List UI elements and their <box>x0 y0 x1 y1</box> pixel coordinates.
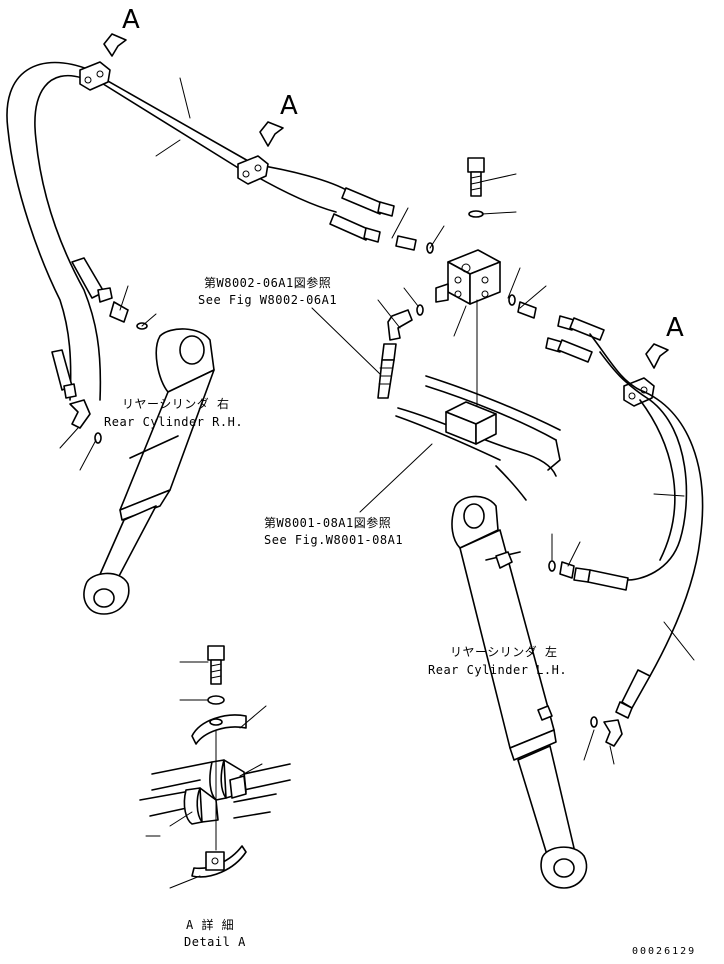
frame-section <box>395 375 561 501</box>
manifold-block <box>435 249 501 305</box>
view-marker-a-2: A <box>259 91 298 147</box>
hose-fitting-right-a <box>557 315 605 341</box>
view-marker-a-1: A <box>103 5 140 57</box>
manifold-washer <box>468 210 484 218</box>
detail-title-jp: A 詳 細 <box>186 917 234 932</box>
ref-06-jp: 第W8002-06A1図参照 <box>204 275 331 290</box>
label-rear-cylinder-rh: リヤーシリンダ 右 Rear Cylinder R.H. <box>104 396 243 429</box>
rear-rh-en: Rear Cylinder R.H. <box>104 415 243 429</box>
frame-bracket <box>445 401 497 445</box>
view-marker-label: A <box>122 5 140 35</box>
adapter-upper <box>395 235 434 254</box>
hose-end-center <box>377 343 397 399</box>
view-marker-a-3: A <box>645 313 684 369</box>
view-marker-label: A <box>280 91 298 121</box>
hose-loop-right <box>589 333 704 677</box>
adapter-right-c <box>548 560 575 579</box>
rear-cylinder-rh <box>83 328 215 615</box>
detail-leaders <box>145 661 267 889</box>
detail-clamp-upper <box>191 714 247 745</box>
rear-cylinder-lh <box>451 495 588 889</box>
pipe-clamp-1 <box>79 61 111 91</box>
elbow-fitting <box>387 304 424 341</box>
detail-clamp-lower <box>191 845 247 878</box>
hose-loop-left <box>6 61 102 401</box>
part-number: 00026129 <box>632 946 696 957</box>
ref-w8002-06a1: 第W8002-06A1図参照 See Fig W8002-06A1 <box>198 275 381 375</box>
ref-08-jp: 第W8001-08A1図参照 <box>264 515 391 530</box>
hose-fitting-left-b <box>51 349 77 399</box>
detail-bolt <box>207 645 225 705</box>
adapter-left-b <box>69 399 102 444</box>
rear-lh-en: Rear Cylinder L.H. <box>428 663 567 677</box>
rear-lh-jp: リヤーシリンダ 左 <box>450 644 558 659</box>
label-rear-cylinder-lh: リヤーシリンダ 左 Rear Cylinder L.H. <box>428 644 567 677</box>
adapter-left-a <box>109 301 148 330</box>
manifold-bolt <box>467 157 485 197</box>
detail-title-en: Detail A <box>184 935 246 949</box>
ref-06-en: See Fig W8002-06A1 <box>198 293 337 307</box>
ref-w8001-08a1: 第W8001-08A1図参照 See Fig.W8001-08A1 <box>264 443 433 547</box>
rear-rh-jp: リヤーシリンダ 右 <box>122 396 230 411</box>
hose-fitting-upper-a <box>341 187 395 217</box>
hose-fitting-right-c <box>573 567 629 591</box>
hose-fitting-right-b <box>545 337 593 363</box>
upper-pipe <box>91 71 351 213</box>
view-arrow-icon <box>645 343 669 369</box>
hose-fitting-left-a <box>71 257 113 303</box>
leader-lines <box>59 77 695 765</box>
detail-bushings <box>183 759 247 825</box>
view-arrow-icon <box>259 121 284 147</box>
ref-08-en: See Fig.W8001-08A1 <box>264 533 403 547</box>
hose-fitting-upper-b <box>329 213 381 243</box>
detail-a: A 詳 細 Detail A <box>139 645 291 949</box>
pipe-clamp-2 <box>237 155 269 185</box>
adapter-right-d <box>590 716 623 747</box>
hose-fitting-right-d <box>615 669 651 719</box>
view-arrow-icon <box>103 33 127 57</box>
view-marker-label: A <box>666 313 684 343</box>
